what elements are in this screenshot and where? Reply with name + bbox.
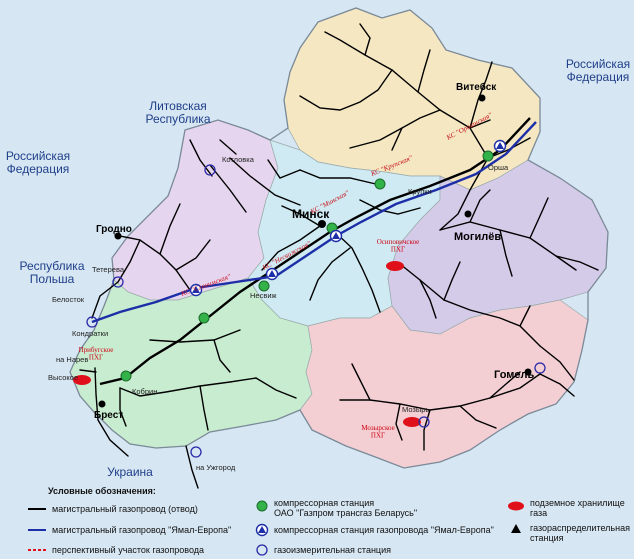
label-na-uzhgorod: на Ужгород (196, 463, 236, 472)
legend-label-yamal: магистральный газопровод "Ямал-Европа" (52, 525, 231, 535)
legend-swatch-metering (256, 544, 268, 556)
label-kotlovka: Котловка (222, 155, 255, 164)
label-brest: Брест (94, 410, 123, 421)
legend-swatch-ugs (508, 501, 524, 511)
compressor-stations-yamal (189, 139, 507, 297)
label-minsk: Минск (292, 207, 330, 221)
metering-stations (86, 164, 546, 458)
small-city-labels: Мозырь Крупки Орша Несвиж Кобрин Высокое… (48, 155, 509, 472)
legend: Условные обозначения: магистральный газо… (28, 486, 630, 556)
label-vitebsk: Витебск (456, 81, 497, 93)
label-orsha: Орша (488, 163, 509, 172)
label-nesvizh: Несвиж (250, 291, 277, 300)
label-ukraine: Украина (107, 465, 153, 479)
label-gomel: Гомель (494, 369, 535, 381)
label-na-narev: на Нарев (56, 355, 88, 364)
branch-pipelines (79, 23, 599, 489)
label-tetereva: Тетерева (92, 265, 125, 274)
label-mogilev: Могилёв (454, 231, 501, 243)
storage-osipovichskoe-marker (386, 261, 404, 271)
compressor-stations-transgaz (120, 150, 494, 382)
label-belostok: Белосток (52, 295, 85, 304)
main-trunk-pipeline (99, 117, 531, 386)
legend-label-prospective: перспективный участок газопровода (52, 545, 204, 555)
storage-pribugskoe-marker (73, 375, 91, 385)
label-krupki: Крупки (408, 187, 432, 196)
yamal-europe-pipeline (91, 121, 537, 324)
legend-title: Условные обозначения: (48, 486, 156, 496)
legend-swatch-distribution (511, 524, 521, 533)
country-border (69, 7, 609, 469)
legend-label-cs-yamal: компрессорная станция газопровода "Ямал-… (274, 525, 494, 535)
label-kondratki: Кондратки (72, 329, 108, 338)
city-dots (98, 94, 532, 408)
label-kobrin: Кобрин (132, 387, 157, 396)
label-vysokoe: Высокое (48, 373, 78, 382)
legend-swatch-cs-transgaz (256, 500, 268, 512)
legend-label-main-pipeline: магистральный газопровод (отвод) (52, 504, 198, 514)
legend-swatch-cs-yamal-triangle (258, 526, 266, 533)
label-grodno: Гродно (96, 224, 132, 235)
legend-label-metering: газоизмерительная станция (274, 545, 391, 555)
storage-mozyrskoe-marker (403, 417, 421, 427)
label-mozyr: Мозырь (402, 405, 429, 414)
